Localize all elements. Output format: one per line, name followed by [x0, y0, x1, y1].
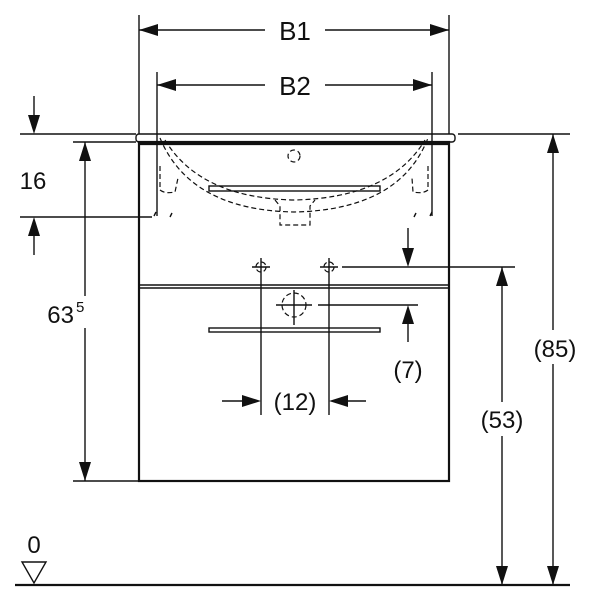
drain-outlet — [274, 199, 316, 226]
basin-outline — [153, 137, 433, 226]
lower-drawer-handle — [208, 327, 381, 333]
overflow-hole — [287, 149, 301, 163]
b1-label: B1 — [279, 16, 311, 46]
dimension-b2: B2 — [156, 71, 433, 216]
height-63-superscript: 5 — [76, 299, 84, 316]
dimension-12: (12) — [222, 386, 366, 416]
spacing-12-label: (12) — [274, 389, 317, 416]
offset-7-label: (7) — [393, 357, 422, 384]
level-triangle-icon — [20, 561, 48, 585]
dimension-b1: B1 — [138, 15, 450, 134]
countertop — [135, 133, 456, 143]
dimension-16: 16 — [20, 96, 152, 255]
upper-drawer-handle — [208, 185, 381, 192]
floor-reference: 0 — [15, 532, 570, 587]
height-53-label: (53) — [481, 407, 524, 434]
dimension-85: (85) — [458, 133, 585, 585]
supply-connections — [252, 258, 338, 415]
height-85-label: (85) — [534, 336, 577, 363]
dimension-53: (53) — [342, 266, 532, 585]
dimension-7: (7) — [318, 228, 423, 384]
dimension-63-5: 63 5 — [47, 141, 139, 482]
floor-zero-label: 0 — [27, 532, 40, 559]
cabinet — [135, 133, 456, 483]
cabinet-body — [137, 140, 451, 483]
b2-label: B2 — [279, 71, 311, 101]
height-63-label: 63 — [47, 302, 74, 329]
height-16-label: 16 — [20, 168, 47, 195]
